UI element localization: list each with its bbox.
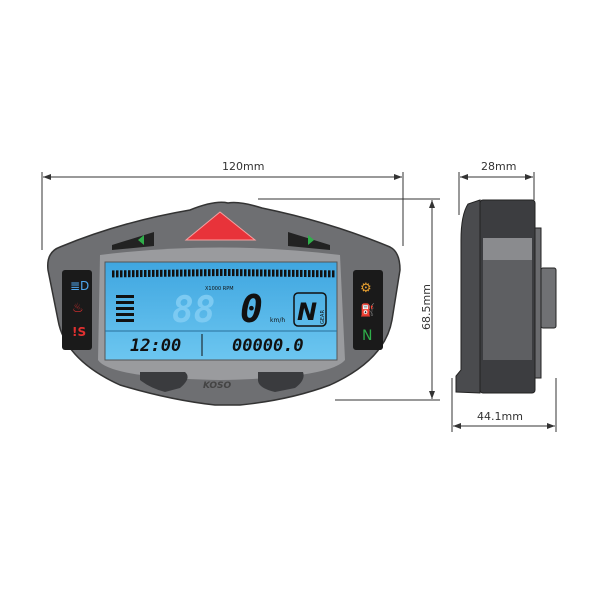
rpm-segment [128, 270, 131, 278]
side-view [455, 199, 557, 394]
rpm-segment [252, 269, 255, 277]
rpm-segment [236, 269, 239, 277]
rpm-segment [312, 270, 315, 278]
rpm-segment [296, 269, 299, 277]
fuel-gauge [116, 295, 134, 322]
neutral-indicator: N [362, 328, 372, 344]
width-label: 120mm [222, 160, 264, 173]
height-dimension [258, 198, 440, 401]
rpm-segment [148, 269, 151, 277]
speed-unit: km/h [270, 317, 285, 324]
rpm-segment [176, 269, 179, 277]
rpm-segment [288, 269, 291, 277]
rpm-segment [328, 270, 331, 278]
rpm-segment [204, 269, 207, 277]
headlight-icon: ≣D [70, 279, 89, 293]
rpm-segment [124, 270, 127, 278]
rpm-segment [120, 270, 123, 278]
rpm-segment [144, 270, 147, 277]
right-indicator-panel [353, 270, 383, 350]
rpm-segment [304, 270, 307, 277]
rpm-bar [112, 269, 335, 278]
height-label: 68.5mm [420, 284, 433, 330]
rpm-segment [152, 269, 155, 277]
rpm-segment [196, 269, 199, 277]
rpm-segment [180, 269, 183, 277]
rpm-segment [264, 269, 267, 277]
rpm-segment [136, 270, 139, 278]
rpm-segment [132, 270, 135, 278]
width-dimension [41, 172, 404, 250]
rpm-segment [316, 270, 319, 278]
clock: 12:00 [130, 336, 181, 356]
rpm-segment [200, 269, 203, 277]
rpm-segment [248, 269, 251, 277]
gear-label: GEAR [320, 310, 326, 324]
rpm-segment [324, 270, 327, 278]
front-view: ≣D ♨ !S ⚙ ⛽ N X1000 RPM 88 0 km/h N GEAR… [47, 201, 401, 406]
rpm-segment [156, 269, 159, 277]
rpm-segment [168, 269, 171, 277]
right-button[interactable] [258, 372, 304, 392]
odometer: 00000.0 [232, 336, 304, 356]
depth-label: 28mm [481, 160, 516, 173]
rpm-segment [220, 269, 223, 277]
rpm-segment [192, 269, 195, 277]
rpm-segment [188, 269, 191, 277]
rpm-segment [216, 269, 219, 277]
depth-dimension [451, 172, 557, 432]
rpm-segment [284, 269, 287, 277]
rpm-segment [212, 269, 215, 277]
rpm-segment [140, 270, 143, 278]
rpm-segment [308, 270, 311, 278]
fuel-warning-icon: !S [72, 325, 86, 339]
left-button[interactable] [140, 372, 188, 392]
rpm-segment [240, 269, 243, 277]
rpm-segment [116, 270, 119, 278]
lcd-screen [104, 261, 338, 361]
shift-light [184, 211, 257, 241]
rpm-segment [244, 269, 247, 277]
rpm-segment [280, 269, 283, 277]
rpm-segment [172, 269, 175, 277]
rpm-segment [268, 269, 271, 277]
rpm-segment [260, 269, 263, 277]
rpm-unit: X1000 RPM [205, 286, 234, 292]
rpm-segment [256, 269, 259, 277]
engine-check-icon: ⚙ [360, 281, 372, 296]
rpm-segment [184, 269, 187, 277]
left-indicator-panel [62, 270, 92, 350]
oil-icon: ⛽ [360, 303, 375, 317]
rpm-segment [232, 269, 235, 277]
speed-faint-digits: 88 [172, 290, 215, 331]
rpm-segment [332, 270, 335, 278]
gear-indicator: N [297, 298, 317, 326]
right-turn-icon [288, 232, 330, 250]
rpm-segment [276, 269, 279, 277]
rpm-segment [292, 269, 295, 277]
total-depth-label: 44.1mm [477, 410, 523, 423]
rpm-segment [112, 270, 115, 278]
rpm-segment [160, 269, 163, 277]
speed-value: 0 [240, 287, 263, 331]
rpm-segment [300, 269, 303, 277]
rpm-segment [320, 270, 323, 278]
rpm-segment [208, 269, 211, 277]
temperature-icon: ♨ [72, 301, 84, 316]
brand-logo: KOSO [203, 381, 232, 391]
rpm-segment [164, 269, 167, 277]
rpm-segment [228, 269, 231, 277]
rpm-segment [272, 269, 275, 277]
rpm-segment [224, 269, 227, 276]
left-turn-icon [112, 232, 154, 250]
